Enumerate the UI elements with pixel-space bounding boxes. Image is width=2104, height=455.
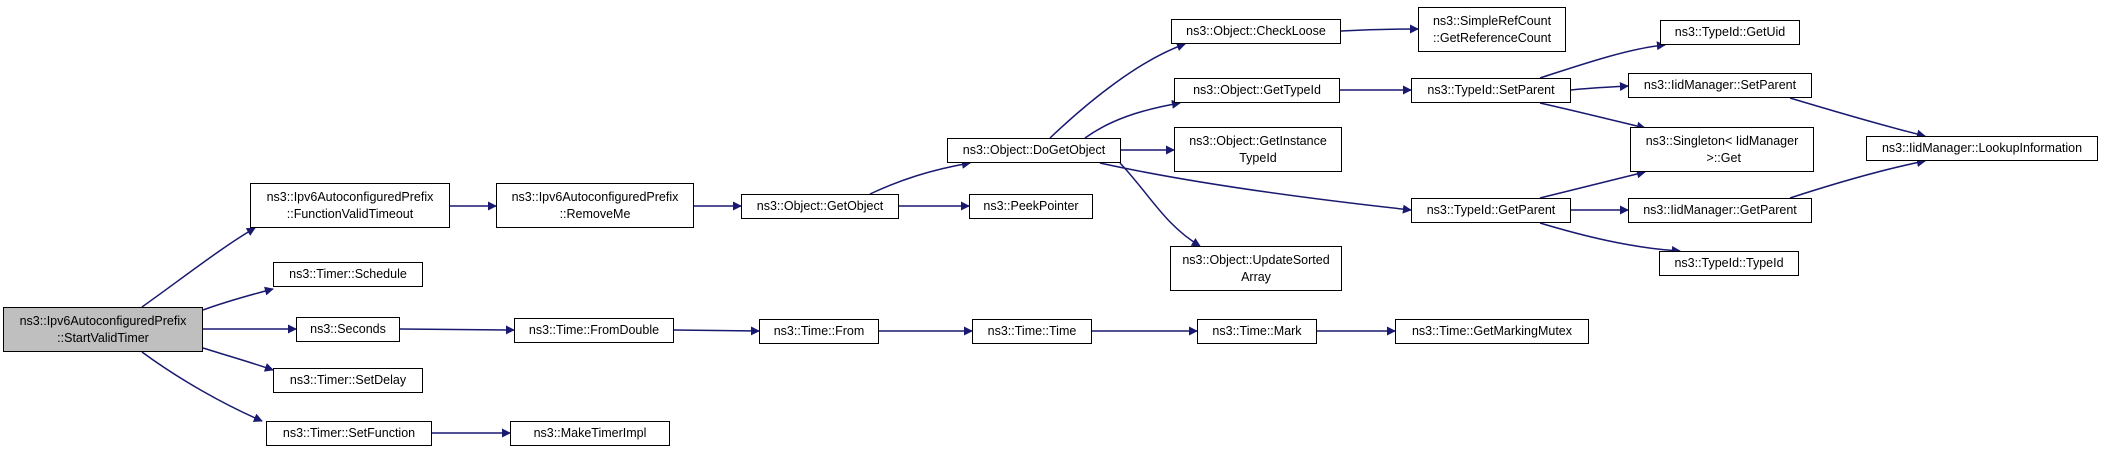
- edge-start-to-timer-set-function: [141, 351, 263, 422]
- node-peek-pointer[interactable]: ns3::PeekPointer: [969, 194, 1093, 219]
- edge-do-get-object-to-typeid-get-parent: [1099, 162, 1412, 214]
- node-typeid-get-uid[interactable]: ns3::TypeId::GetUid: [1660, 20, 1800, 45]
- edge-typeid-get-parent-to-singleton-get: [1539, 169, 1646, 199]
- node-iid-manager-get-parent[interactable]: ns3::IidManager::GetParent: [1628, 198, 1812, 223]
- node-singleton-iid-manager-get[interactable]: ns3::Singleton< IidManager >::Get: [1630, 127, 1814, 172]
- edge-start-to-timer-schedule: [202, 286, 274, 311]
- edge-start-to-timer-set-delay: [202, 347, 274, 372]
- edge-typeid-set-parent-to-singleton-get: [1539, 102, 1646, 131]
- node-remove-me[interactable]: ns3::Ipv6AutoconfiguredPrefix ::RemoveMe: [496, 183, 694, 228]
- node-typeid-get-parent[interactable]: ns3::TypeId::GetParent: [1411, 198, 1571, 223]
- node-typeid-typeid[interactable]: ns3::TypeId::TypeId: [1659, 251, 1799, 276]
- node-timer-set-delay[interactable]: ns3::Timer::SetDelay: [273, 368, 423, 393]
- node-start-valid-timer: ns3::Ipv6AutoconfiguredPrefix ::StartVal…: [3, 307, 203, 352]
- node-time-get-marking-mutex[interactable]: ns3::Time::GetMarkingMutex: [1395, 319, 1589, 344]
- edge-start-to-function-valid-timeout: [141, 227, 256, 308]
- node-time-mark[interactable]: ns3::Time::Mark: [1197, 319, 1317, 344]
- node-time-time[interactable]: ns3::Time::Time: [972, 319, 1092, 344]
- edge-check-loose-to-get-reference-count: [1340, 24, 1419, 34]
- edge-from-double-to-time-from: [673, 326, 760, 336]
- edge-typeid-set-parent-to-typeid-get-uid: [1539, 41, 1666, 79]
- edge-do-get-object-to-get-type-id: [1084, 99, 1181, 139]
- edge-iid-set-parent-to-lookup-information: [1789, 97, 1926, 139]
- edge-typeid-get-parent-to-typeid-typeid: [1539, 222, 1681, 256]
- node-object-get-instance-type-id[interactable]: ns3::Object::GetInstance TypeId: [1174, 127, 1342, 172]
- edge-do-get-object-to-update-sorted-array: [1119, 162, 1201, 247]
- node-object-check-loose[interactable]: ns3::Object::CheckLoose: [1171, 19, 1341, 44]
- node-object-get-type-id[interactable]: ns3::Object::GetTypeId: [1174, 78, 1340, 103]
- node-seconds[interactable]: ns3::Seconds: [296, 317, 400, 342]
- node-iid-manager-set-parent[interactable]: ns3::IidManager::SetParent: [1628, 73, 1812, 98]
- node-typeid-set-parent[interactable]: ns3::TypeId::SetParent: [1411, 78, 1571, 103]
- edge-iid-get-parent-to-lookup-information: [1789, 158, 1926, 199]
- node-timer-schedule[interactable]: ns3::Timer::Schedule: [273, 262, 423, 287]
- node-function-valid-timeout[interactable]: ns3::Ipv6AutoconfiguredPrefix ::Function…: [250, 183, 450, 228]
- edge-seconds-to-from-double: [399, 325, 515, 335]
- node-object-get-object[interactable]: ns3::Object::GetObject: [741, 194, 899, 219]
- node-object-update-sorted-array[interactable]: ns3::Object::UpdateSorted Array: [1170, 246, 1342, 291]
- node-object-do-get-object[interactable]: ns3::Object::DoGetObject: [947, 138, 1121, 163]
- edge-get-object-to-do-get-object: [869, 159, 971, 195]
- node-iid-manager-lookup-information[interactable]: ns3::IidManager::LookupInformation: [1866, 136, 2098, 161]
- node-time-from[interactable]: ns3::Time::From: [759, 319, 879, 344]
- node-make-timer-impl[interactable]: ns3::MakeTimerImpl: [510, 421, 670, 446]
- node-simple-ref-count-get-reference-count[interactable]: ns3::SimpleRefCount ::GetReferenceCount: [1418, 7, 1566, 52]
- node-timer-set-function[interactable]: ns3::Timer::SetFunction: [266, 421, 432, 446]
- edge-typeid-set-parent-to-iid-set-parent: [1570, 81, 1629, 91]
- edge-do-get-object-to-check-loose: [1049, 42, 1186, 139]
- node-time-from-double[interactable]: ns3::Time::FromDouble: [514, 318, 674, 343]
